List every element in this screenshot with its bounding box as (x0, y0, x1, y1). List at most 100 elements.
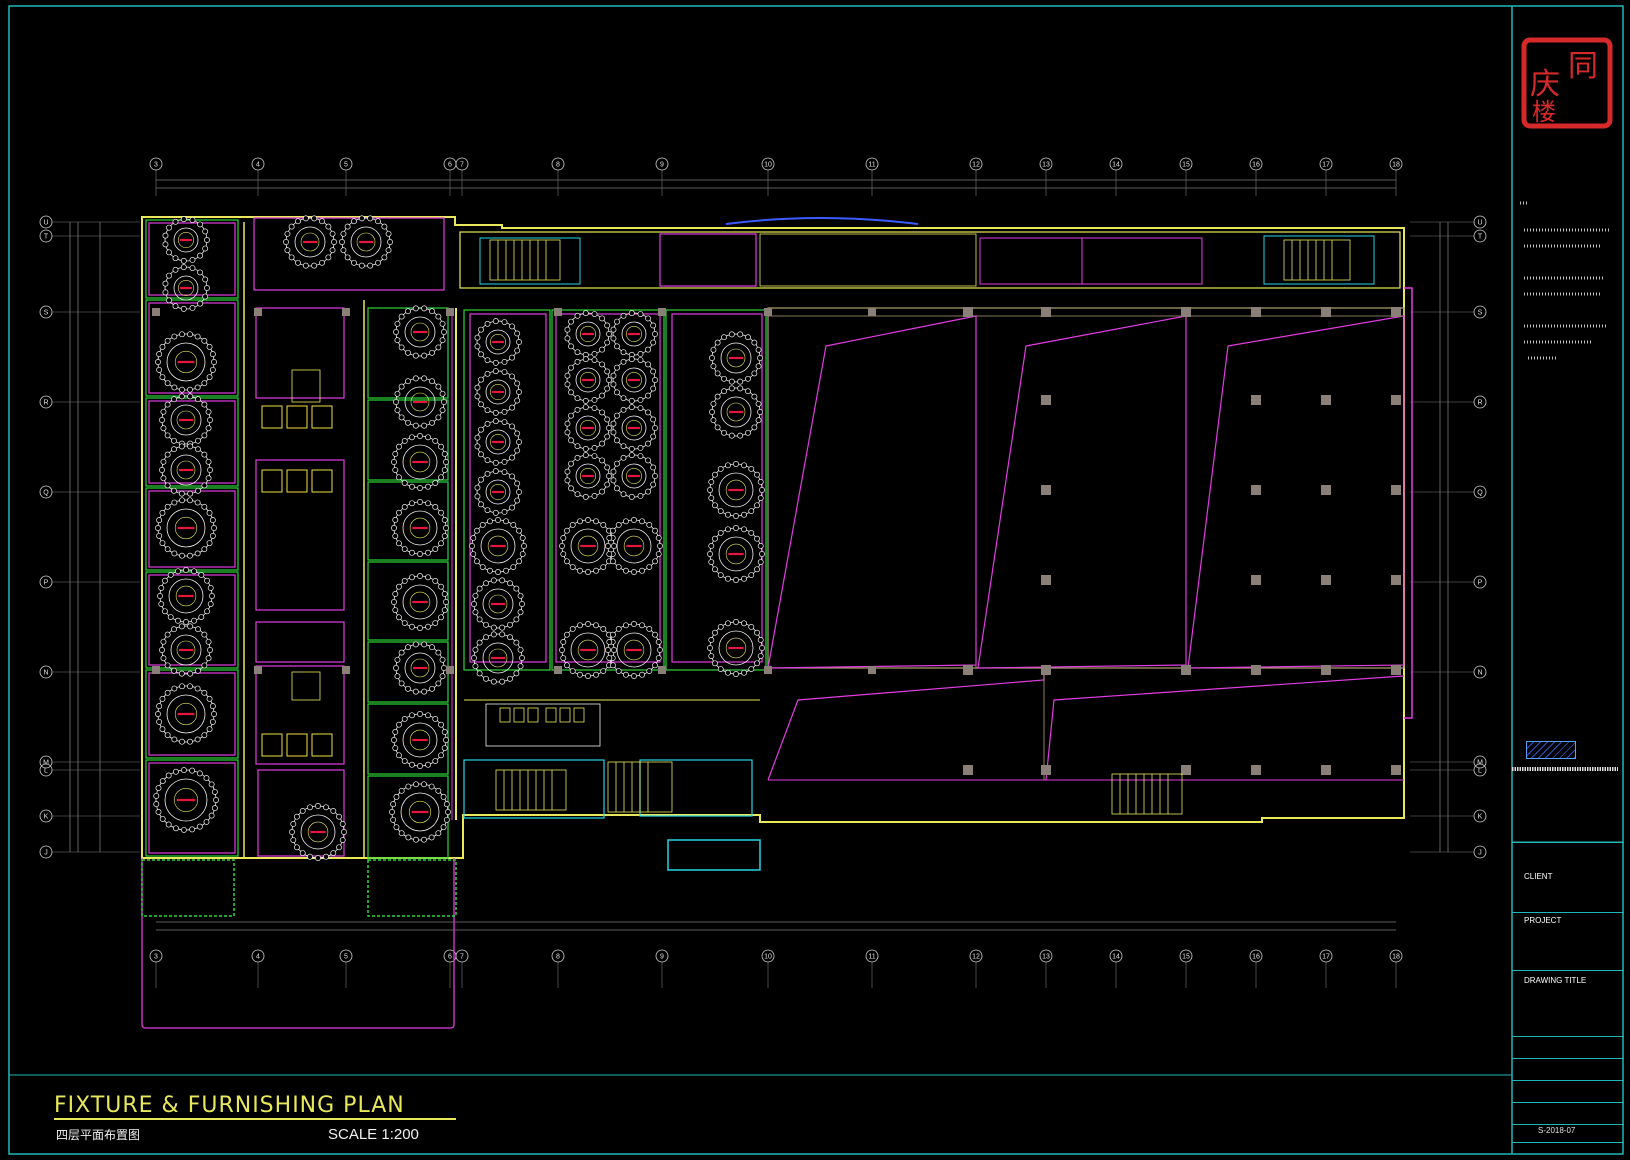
round-table (707, 461, 765, 519)
grid-bubble-col-13: 13 (1039, 157, 1053, 171)
svg-text:7: 7 (460, 954, 464, 961)
company-seal: 庆 同 楼 (1520, 36, 1614, 130)
dining-room (148, 574, 236, 666)
grid-bubble-col-4: 4 (251, 949, 265, 963)
grid-bubble-col-15: 15 (1179, 157, 1193, 171)
grid-bubble-row-Q: Q (39, 485, 53, 499)
svg-text:S: S (44, 310, 49, 317)
drawing-title: FIXTURE & FURNISHING PLAN (54, 1093, 405, 1118)
legend-text (1512, 767, 1618, 771)
svg-text:8: 8 (556, 162, 560, 169)
column (1251, 485, 1261, 495)
north-service-band (459, 217, 1401, 289)
round-table (471, 577, 525, 631)
grid-bubble-row-K: K (39, 809, 53, 823)
round-table (391, 499, 449, 557)
grid-bubble-col-17: 17 (1319, 157, 1333, 171)
round-table (707, 525, 765, 583)
svg-text:Q: Q (1477, 490, 1483, 497)
column (1181, 765, 1191, 775)
column (1041, 765, 1051, 775)
grid-bubble-row-P: P (39, 575, 53, 589)
dining-room (255, 459, 345, 611)
round-table (474, 318, 522, 366)
column (1041, 307, 1051, 317)
svg-text:J: J (44, 850, 48, 857)
svg-text:5: 5 (344, 162, 348, 169)
svg-text:M: M (1477, 760, 1483, 767)
grid-bubble-col-5: 5 (339, 949, 353, 963)
grid-bubble-col-4: 4 (251, 157, 265, 171)
grid-bubble-row-N: N (39, 665, 53, 679)
grid-bubble-col-16: 16 (1249, 949, 1263, 963)
dining-room (639, 759, 753, 817)
column (1391, 575, 1401, 585)
dining-room (255, 307, 345, 399)
project-label: PROJECT (1524, 916, 1562, 925)
svg-text:3: 3 (154, 162, 158, 169)
building-outline (141, 216, 1413, 1029)
svg-text:J: J (1478, 850, 1482, 857)
round-tables (153, 215, 765, 861)
svg-text:K: K (44, 814, 49, 821)
grid-bubble-row-M: M (39, 755, 53, 769)
svg-text:T: T (44, 234, 49, 241)
column (1251, 307, 1261, 317)
svg-text:P: P (44, 580, 49, 587)
column (1391, 765, 1401, 775)
svg-text:10: 10 (764, 162, 772, 169)
svg-text:12: 12 (972, 954, 980, 961)
structural-columns (152, 307, 1401, 775)
dining-room (148, 302, 236, 394)
round-table (709, 385, 763, 439)
round-table (474, 368, 522, 416)
svg-text:11: 11 (868, 162, 875, 169)
column (342, 666, 350, 674)
grid-bubble-row-J: J (39, 845, 53, 859)
dining-room (257, 769, 345, 857)
round-table (471, 631, 525, 685)
column (658, 666, 666, 674)
round-table (610, 404, 658, 452)
svg-text:6: 6 (448, 954, 452, 961)
round-table (162, 216, 210, 264)
svg-text:4: 4 (256, 162, 260, 169)
column (764, 308, 772, 316)
svg-text:8: 8 (556, 954, 560, 961)
svg-text:4: 4 (256, 954, 260, 961)
svg-text:9: 9 (660, 954, 664, 961)
round-table (393, 305, 447, 359)
dining-room (555, 313, 661, 663)
svg-text:9: 9 (660, 162, 664, 169)
grid-bubble-row-Q: Q (1473, 485, 1487, 499)
dining-room (148, 490, 236, 568)
round-table (564, 404, 612, 452)
grid-bubble-col-13: 13 (1039, 949, 1053, 963)
column (868, 308, 876, 316)
svg-text:15: 15 (1182, 954, 1190, 961)
svg-text:5: 5 (344, 954, 348, 961)
grid-bubble-col-8: 8 (551, 949, 565, 963)
column (554, 308, 562, 316)
column (254, 308, 262, 316)
round-table (559, 621, 617, 679)
round-table (605, 621, 663, 679)
dining-room (367, 775, 449, 859)
grid-bubble-col-18: 18 (1389, 157, 1403, 171)
svg-text:7: 7 (460, 162, 464, 169)
dining-room (551, 309, 665, 671)
column (1251, 575, 1261, 585)
grid-bubble-row-L: L (1473, 763, 1487, 777)
grid-bubble-col-11: 11 (865, 949, 879, 963)
column (1251, 665, 1261, 675)
column (963, 765, 973, 775)
grid-bubble-row-S: S (39, 305, 53, 319)
grid-bubble-col-9: 9 (655, 949, 669, 963)
column (1181, 665, 1191, 675)
dining-room (255, 665, 345, 765)
round-table (159, 623, 213, 677)
round-table (289, 803, 347, 861)
column (1321, 485, 1331, 495)
grid-bubble-col-12: 12 (969, 949, 983, 963)
svg-text:12: 12 (972, 162, 980, 169)
